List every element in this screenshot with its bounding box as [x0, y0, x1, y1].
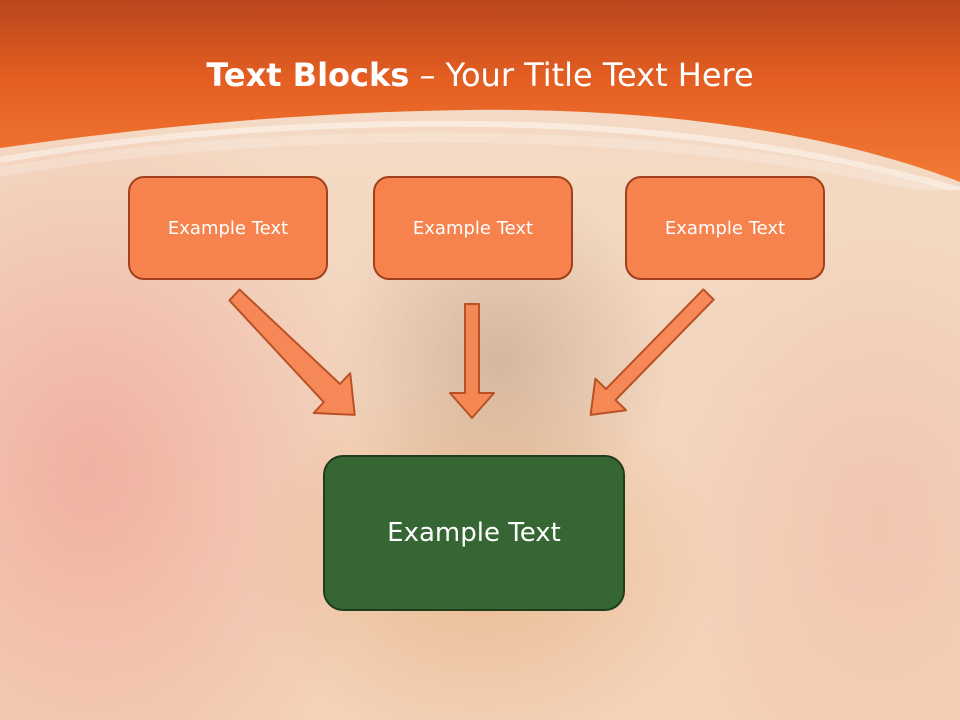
text-block-right[interactable]: Example Text [625, 176, 825, 280]
slide-title: Text Blocks – Your Title Text Here [0, 56, 960, 94]
header-band [0, 0, 960, 190]
text-block-middle-label: Example Text [412, 217, 534, 239]
text-block-center[interactable]: Example Text [323, 455, 625, 611]
title-rest: – Your Title Text Here [409, 56, 754, 94]
text-block-center-label: Example Text [387, 518, 561, 548]
text-block-right-label: Example Text [664, 217, 786, 239]
text-block-left[interactable]: Example Text [128, 176, 328, 280]
title-bold: Text Blocks [206, 56, 410, 94]
text-block-middle[interactable]: Example Text [373, 176, 573, 280]
text-block-left-label: Example Text [167, 217, 289, 239]
